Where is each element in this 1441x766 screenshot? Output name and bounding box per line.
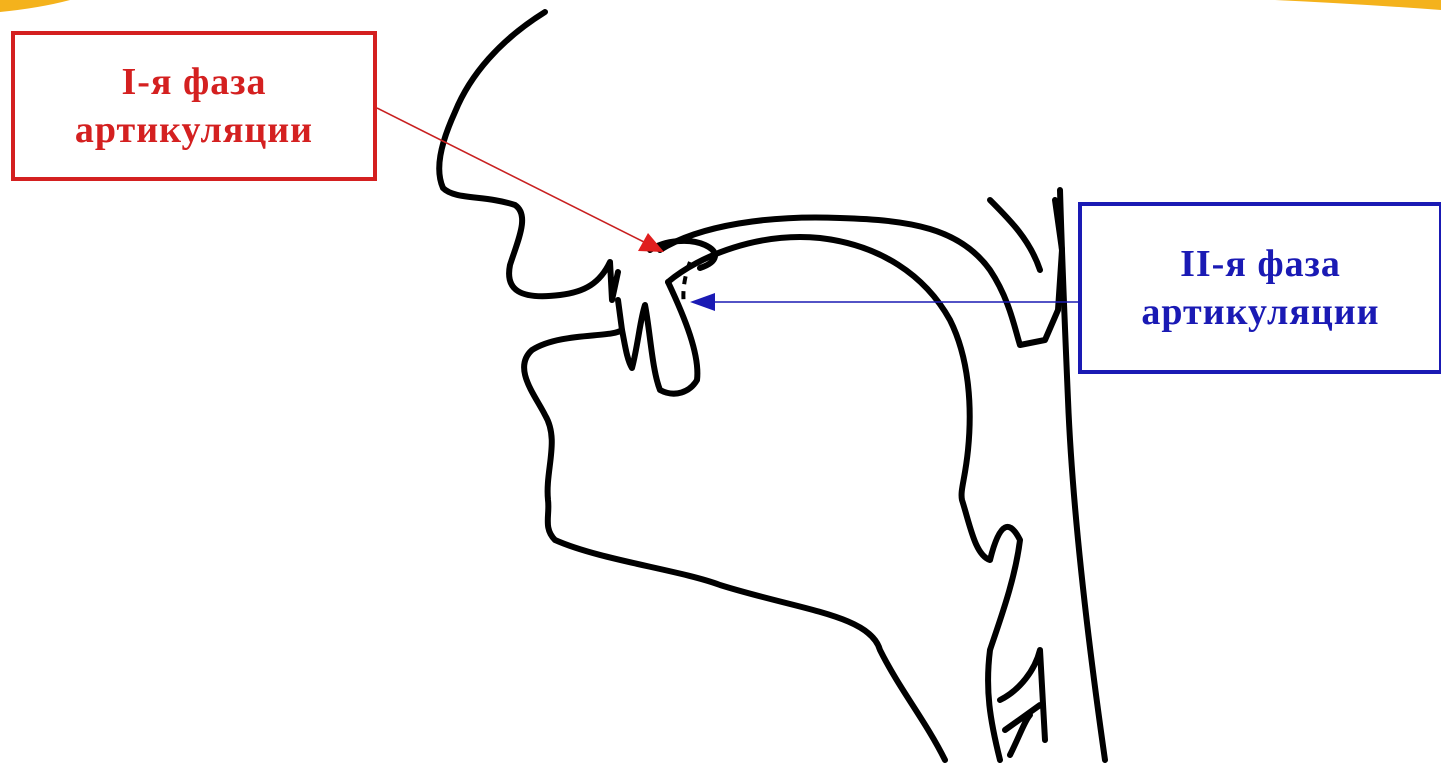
larynx-outline [1000,650,1045,755]
tongue-tip-outline [650,241,715,268]
arrow-phase2-head [690,293,715,311]
head-profile-outline [439,12,1105,760]
palate-outline [660,200,1062,345]
phase1-label-box: I-я фаза артикуляции [11,31,377,181]
tongue-outline [668,237,1020,760]
lower-teeth-outline [622,282,697,394]
velum-outline [990,200,1040,270]
phase1-label-line1: I-я фаза [121,58,266,106]
lower-lip-chin-outline [524,300,945,760]
phase2-label-line2: артикуляции [1141,288,1379,336]
phase2-label-box: II-я фаза артикуляции [1078,202,1441,374]
corner-accent-right [1275,0,1441,10]
corner-accent-left [0,0,70,12]
phase1-label-line2: артикуляции [75,106,313,154]
phase2-label-line1: II-я фаза [1180,240,1341,288]
arrow-phase1-line [377,108,648,244]
nose-upper-lip-outline [439,12,618,300]
